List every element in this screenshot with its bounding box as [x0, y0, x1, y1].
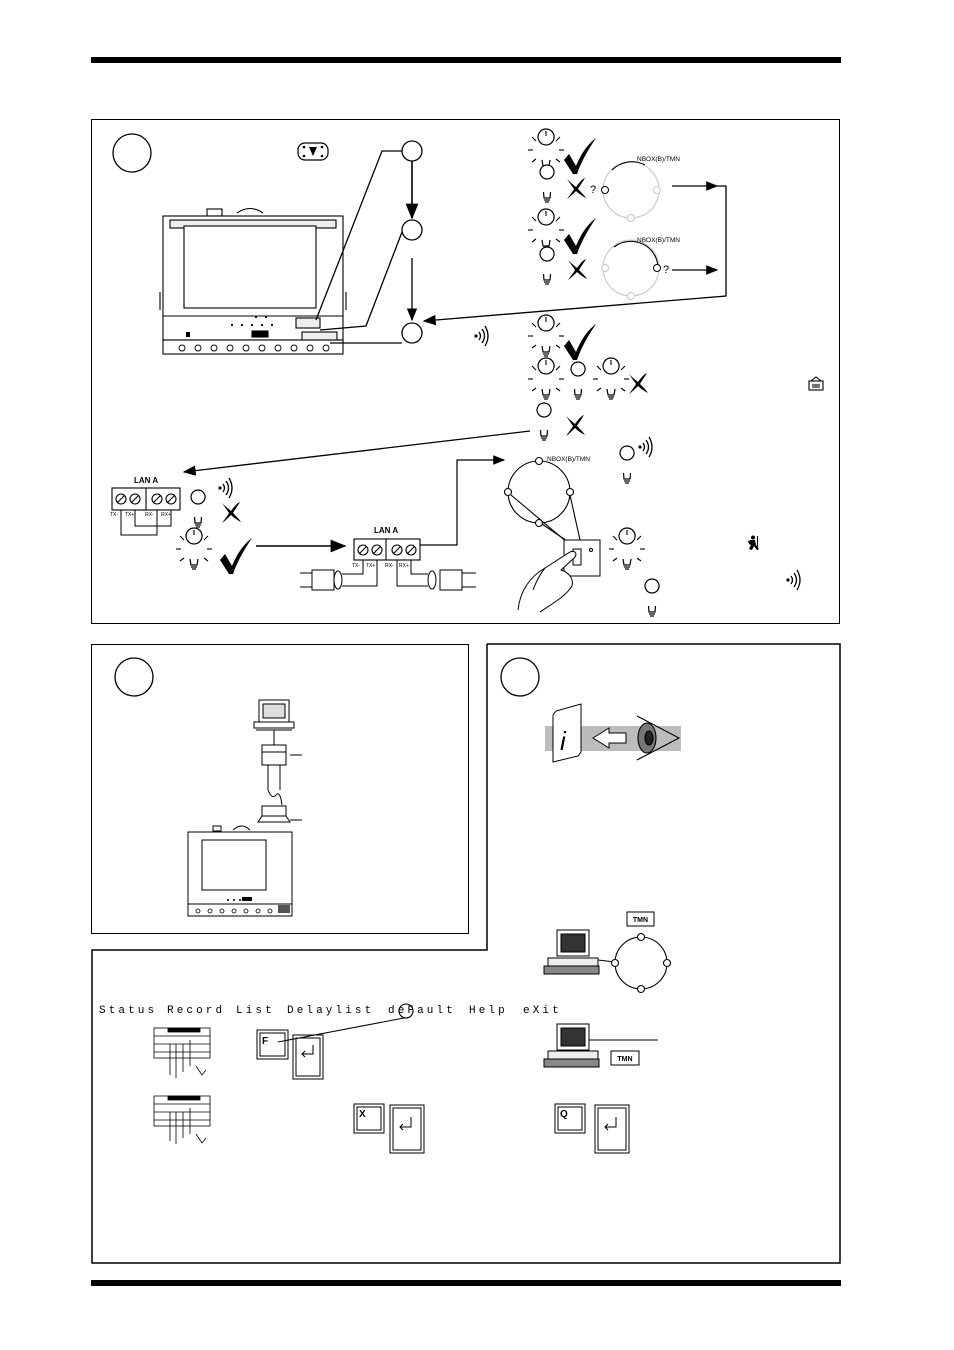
control-panel-drawing — [159, 207, 347, 355]
key-f — [256, 1029, 289, 1060]
svg-text:X: X — [359, 1109, 366, 1120]
step-circle-b — [401, 219, 423, 241]
keypad-hand — [517, 539, 601, 613]
enter-key-a — [292, 1034, 324, 1080]
svg-text:LAN A: LAN A — [374, 526, 398, 535]
svg-text:RX-: RX- — [385, 563, 394, 569]
svg-text:RX-: RX- — [145, 512, 154, 518]
control-panel-small — [187, 825, 293, 917]
svg-text:NBOX(B)/TMN: NBOX(B)/TMN — [547, 456, 590, 463]
tmn-ring — [610, 932, 672, 994]
bottom-rule — [91, 1280, 841, 1286]
workstation-icon-a — [543, 929, 600, 975]
key-q — [554, 1103, 586, 1134]
top-rule — [91, 57, 841, 63]
menu-item-exit[interactable]: eXit — [523, 1005, 562, 1017]
panel-4-diagram: TMN F — [153, 911, 672, 1154]
svg-text:F: F — [262, 1036, 268, 1047]
step-circle-c — [401, 322, 423, 344]
keyboard-hand-b — [153, 1095, 211, 1144]
step-badge-2 — [114, 657, 154, 697]
svg-text:i: i — [560, 726, 567, 756]
keyboard-hand-a — [153, 1027, 211, 1078]
svg-text:NBOX(B)/TMN: NBOX(B)/TMN — [637, 156, 680, 163]
svg-text:TX-: TX- — [110, 512, 118, 518]
workstation-icon-b — [543, 1023, 658, 1068]
menu-item-status[interactable]: Status — [99, 1005, 158, 1017]
panel-3-diagram: i — [500, 657, 681, 763]
printer-icon — [808, 376, 824, 391]
svg-text:?: ? — [590, 184, 596, 196]
svg-text:?: ? — [663, 264, 669, 276]
enter-key-b — [389, 1104, 425, 1154]
menu-item-default[interactable]: deFault — [388, 1005, 456, 1017]
svg-text:TMN: TMN — [633, 917, 648, 924]
svg-text:Q: Q — [560, 1109, 568, 1120]
computer-icon-small — [253, 699, 295, 731]
key-x — [353, 1103, 385, 1134]
exit-runner-icon — [748, 535, 759, 550]
panel-terminal-row — [178, 344, 330, 352]
panel-1-diagram: ? NBOX(B)/TMN NBOX(B)/TMN ? — [110, 128, 824, 617]
step-badge-1 — [112, 133, 152, 173]
panel-2-diagram — [114, 657, 302, 917]
eye-icon — [636, 715, 681, 761]
step-badge-3 — [500, 657, 540, 697]
svg-text:LAN A: LAN A — [134, 476, 158, 485]
panel-2-frame — [91, 644, 469, 934]
menu-item-list[interactable]: List — [236, 1005, 275, 1017]
svg-text:TX-: TX- — [352, 563, 360, 569]
svg-text:TX+: TX+ — [125, 512, 134, 518]
lan-a-terminal-mid — [353, 538, 421, 561]
menu-item-help[interactable]: Help — [469, 1005, 508, 1017]
panel-leds — [186, 315, 274, 337]
display-icon — [297, 142, 329, 161]
panel-1-frame — [91, 119, 840, 624]
menu-item-delaylist[interactable]: Delaylist — [287, 1005, 375, 1017]
svg-text:RX+: RX+ — [161, 512, 171, 518]
menu-item-record[interactable]: Record — [167, 1005, 226, 1017]
left-arrow-icon — [592, 727, 627, 749]
step-circle-a — [401, 140, 423, 162]
svg-text:RX+: RX+ — [399, 563, 409, 569]
manual-book-icon: i — [552, 703, 582, 763]
enter-key-c — [594, 1104, 630, 1154]
ring-c — [503, 456, 581, 544]
svg-text:TX+: TX+ — [366, 563, 375, 569]
svg-text:TMN: TMN — [617, 1056, 632, 1063]
lan-a-terminal-left — [111, 487, 181, 511]
svg-text:NBOX(B)/TMN: NBOX(B)/TMN — [637, 237, 680, 244]
ring-a — [601, 161, 661, 222]
ring-b — [601, 239, 661, 300]
interface-adapter — [257, 744, 302, 823]
